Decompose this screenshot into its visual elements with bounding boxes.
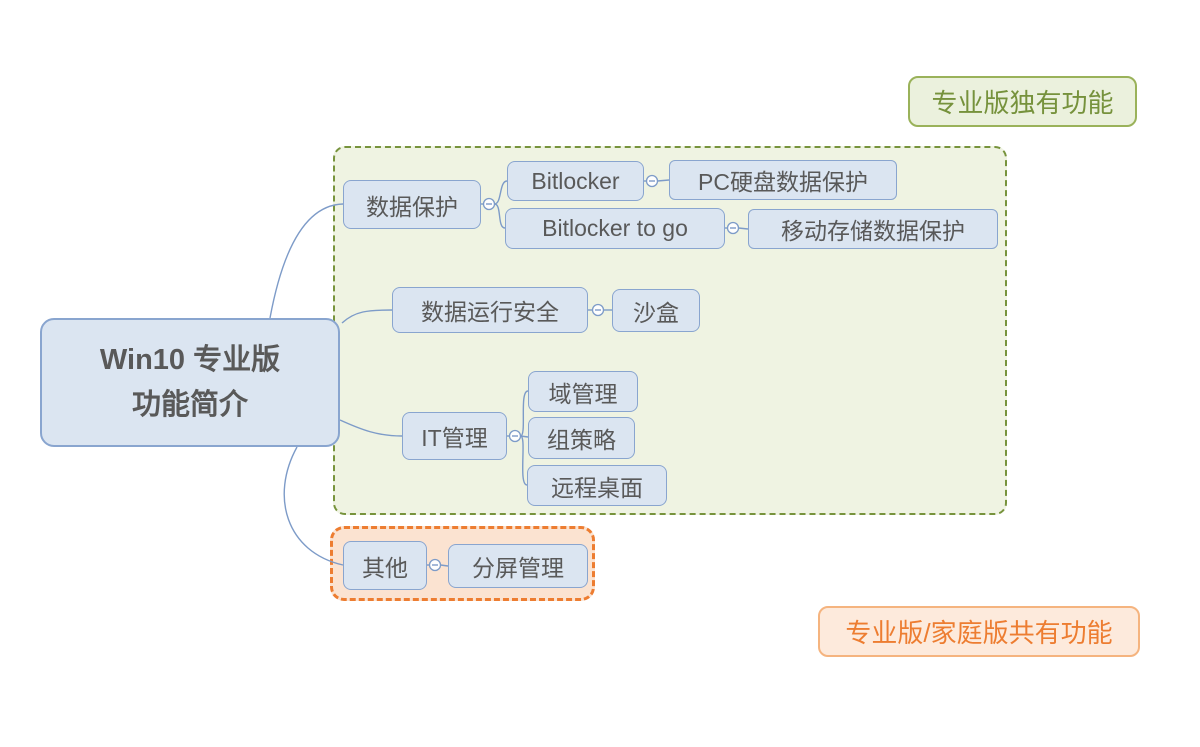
topic-bitlocker[interactable]: Bitlocker <box>507 161 644 201</box>
connector-line <box>339 419 403 437</box>
connector-line <box>519 390 529 437</box>
connector-line <box>283 446 344 566</box>
root-topic[interactable]: Win10 专业版 功能简介 <box>40 318 340 447</box>
topic-group-policy[interactable]: 组策略 <box>528 417 635 459</box>
topic-pc-disk-data-protection[interactable]: PC硬盘数据保护 <box>669 160 897 200</box>
connector-line <box>341 309 393 324</box>
connector-line <box>494 203 506 229</box>
topic-remote-desktop[interactable]: 远程桌面 <box>527 465 667 506</box>
topic-data-protection[interactable]: 数据保护 <box>343 180 481 229</box>
connector-line <box>494 180 508 205</box>
topic-removable-storage-protection[interactable]: 移动存储数据保护 <box>748 209 998 249</box>
connector-line <box>440 564 449 567</box>
connector-line <box>657 179 670 182</box>
connector-line <box>738 227 749 230</box>
topic-bitlocker-to-go[interactable]: Bitlocker to go <box>505 208 725 249</box>
topic-others[interactable]: 其他 <box>343 541 427 590</box>
connector-line <box>519 435 528 486</box>
topic-data-run-security[interactable]: 数据运行安全 <box>392 287 588 333</box>
topic-it-management[interactable]: IT管理 <box>402 412 507 460</box>
connector-line <box>269 203 344 319</box>
topic-split-screen-management[interactable]: 分屏管理 <box>448 544 588 588</box>
topic-domain-management[interactable]: 域管理 <box>528 371 638 412</box>
callout-shared-features[interactable]: 专业版/家庭版共有功能 <box>818 606 1140 657</box>
callout-pro-only-features[interactable]: 专业版独有功能 <box>908 76 1137 127</box>
topic-sandbox[interactable]: 沙盒 <box>612 289 700 332</box>
